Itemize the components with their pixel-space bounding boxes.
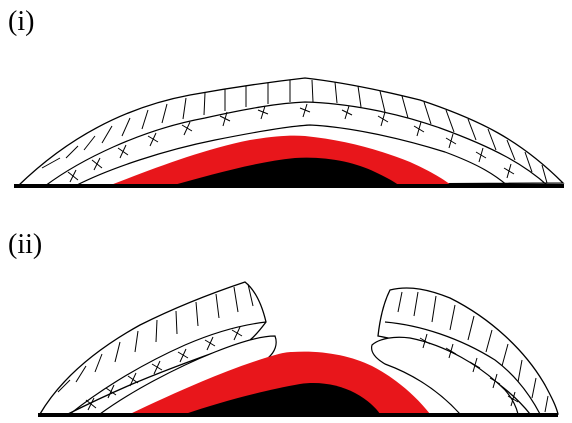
panel-ii-base-line	[38, 413, 558, 417]
panel-i-base-line	[14, 184, 564, 188]
panel-i-dome	[14, 78, 564, 188]
panel-ii-dome	[38, 282, 558, 417]
